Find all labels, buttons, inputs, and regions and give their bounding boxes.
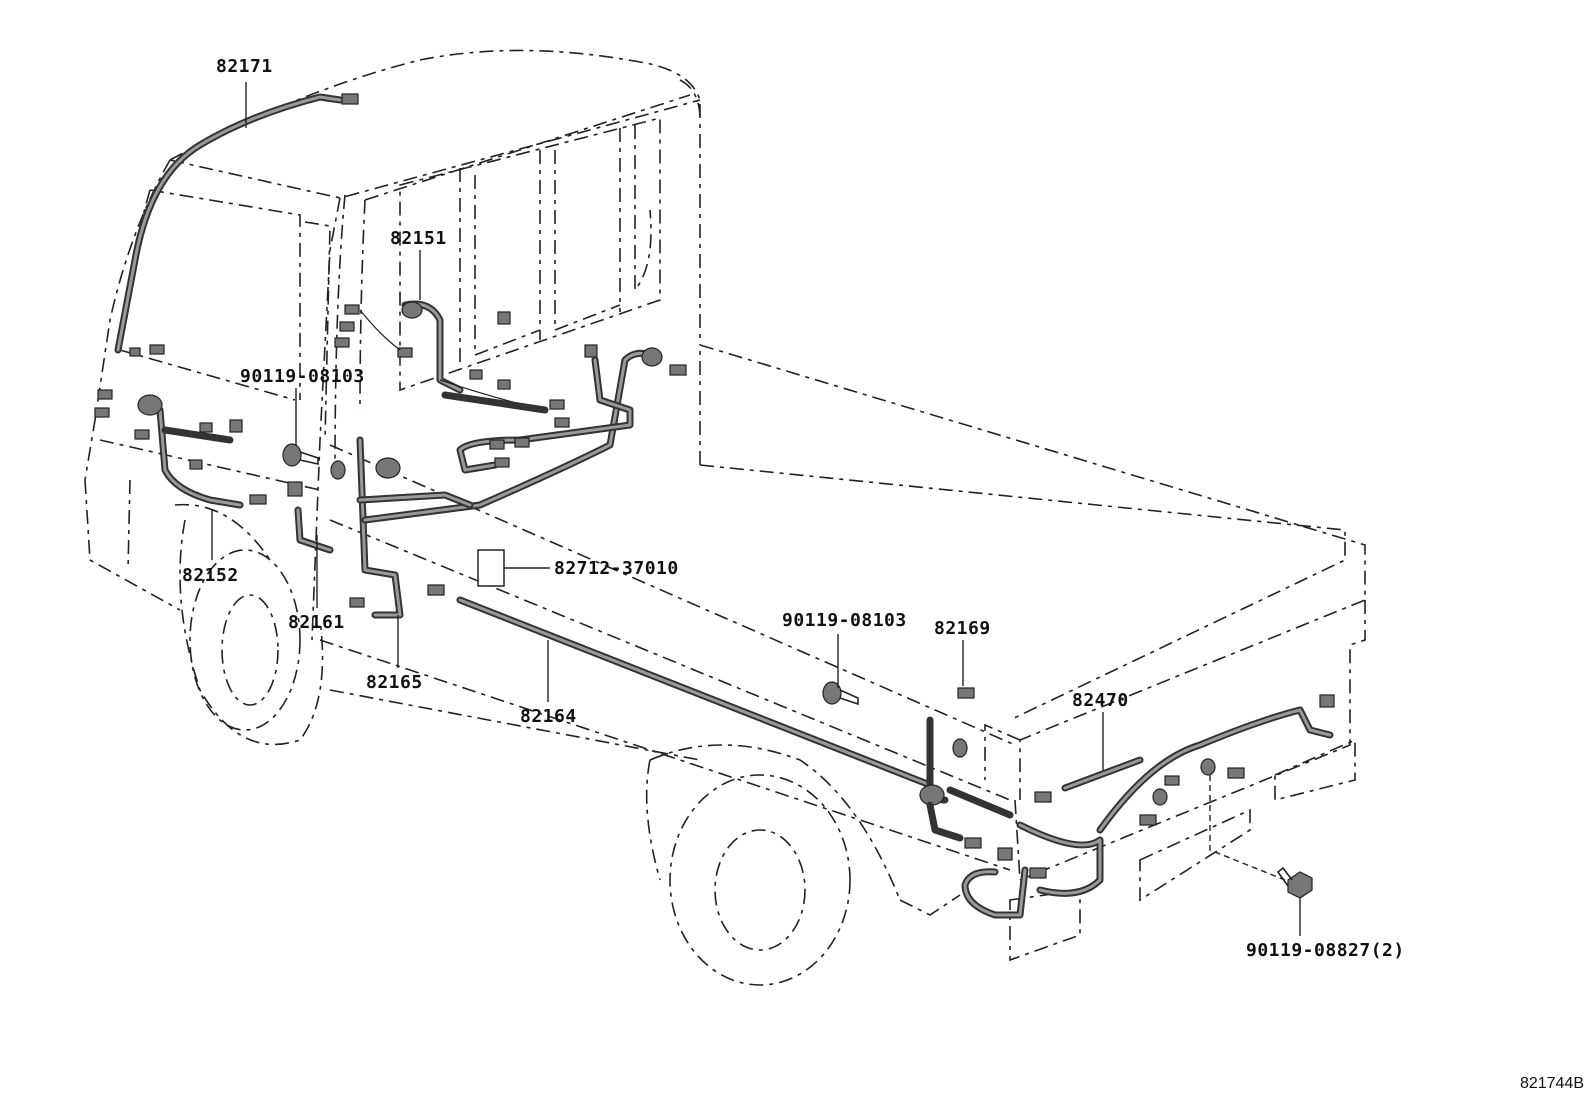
bed-outline (319, 344, 1366, 962)
part-label-90119-08103-a: 90119-08103 (240, 366, 365, 387)
harness-82164 (427, 584, 1014, 849)
part-label-82161: 82161 (288, 612, 345, 633)
part-label-82171: 82171 (216, 56, 273, 77)
bolt-90119-08103-a-icon (282, 443, 319, 467)
cab-outline (84, 49, 701, 641)
part-label-90119-08827: 90119-08827(2) (1246, 940, 1405, 961)
harness-82470 (1034, 756, 1144, 803)
part-label-82169: 82169 (934, 618, 991, 639)
harness-main (356, 344, 687, 524)
part-label-82712-37010: 82712-37010 (554, 558, 679, 579)
harness-82161 (287, 481, 334, 554)
leader-lines (211, 82, 1301, 936)
part-label-82470: 82470 (1072, 690, 1129, 711)
front-wheel (174, 503, 324, 746)
harness-82171 (114, 93, 359, 354)
part-label-82151: 82151 (390, 228, 447, 249)
label-plate-82712-37010 (477, 549, 505, 587)
rear-wheel (645, 744, 961, 986)
bolt-90119-08827-icon (1276, 866, 1313, 899)
diagram-code: 821744B (1519, 1075, 1584, 1092)
harness-82151 (334, 300, 570, 428)
harness-82152 (94, 344, 267, 509)
part-label-82165: 82165 (366, 672, 423, 693)
harness-82165 (330, 436, 404, 619)
harness-rear (952, 687, 1335, 919)
part-label-82164: 82164 (520, 706, 577, 727)
bolt-90119-08103-b-icon (822, 681, 859, 706)
part-label-82152: 82152 (182, 565, 239, 586)
part-label-90119-08103-b: 90119-08103 (782, 610, 907, 631)
